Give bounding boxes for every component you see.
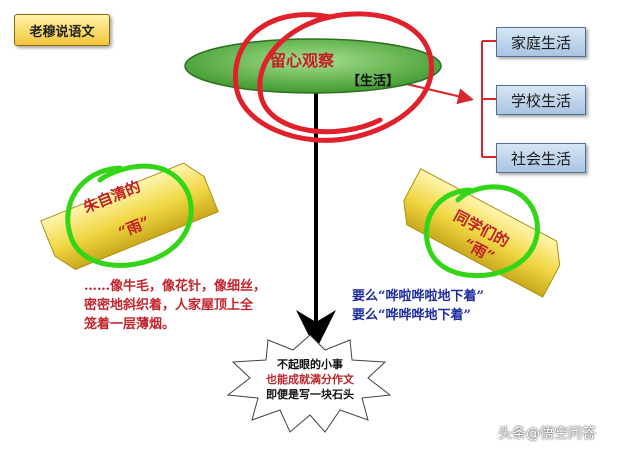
center-ellipse [184, 38, 442, 94]
center-subtitle: 【生活】 [347, 74, 400, 89]
student-rain-quote: 要么“哗啦哗啦地下着” 要么“哗哗哗地下着” [352, 287, 552, 325]
category-social-life: 社会生活 [496, 143, 586, 173]
left-tag [40, 162, 219, 270]
red-scribble-circle [232, 11, 434, 143]
student-quote-line: 要么“哗啦哗啦地下着” [352, 289, 484, 304]
zhu-quote-line: ……像牛毛，像花针，像细丝， [84, 279, 267, 294]
zhu-rain-quote: ……像牛毛，像花针，像细丝， 密密地斜织着，人家屋顶上全 笼着一层薄烟。 [84, 277, 284, 334]
author-badge: 老穆说语文 [14, 14, 110, 46]
watermark: 头条@悟空问答 [498, 426, 596, 442]
zhu-quote-line: 笼着一层薄烟。 [84, 317, 176, 332]
center-title: 留心观察 [270, 51, 335, 70]
bracket-connector [481, 40, 496, 158]
green-scribble-left [65, 163, 194, 268]
student-quote-line: 要么“哗哗哗地下着” [352, 308, 471, 323]
zhu-quote-line: 密密地斜织着，人家屋顶上全 [84, 298, 254, 313]
category-family-life: 家庭生活 [496, 27, 586, 57]
star-burst [226, 334, 392, 433]
green-scribble-right [423, 184, 540, 279]
category-school-life: 学校生活 [496, 85, 586, 115]
star-line-3: 即便是写一块石头 [266, 388, 354, 401]
star-line-1: 不起眼的小事 [277, 358, 343, 371]
star-line-2: 也能成就满分作文 [266, 373, 354, 386]
star-text: 不起眼的小事 也能成就满分作文 即便是写一块石头 [245, 357, 375, 402]
